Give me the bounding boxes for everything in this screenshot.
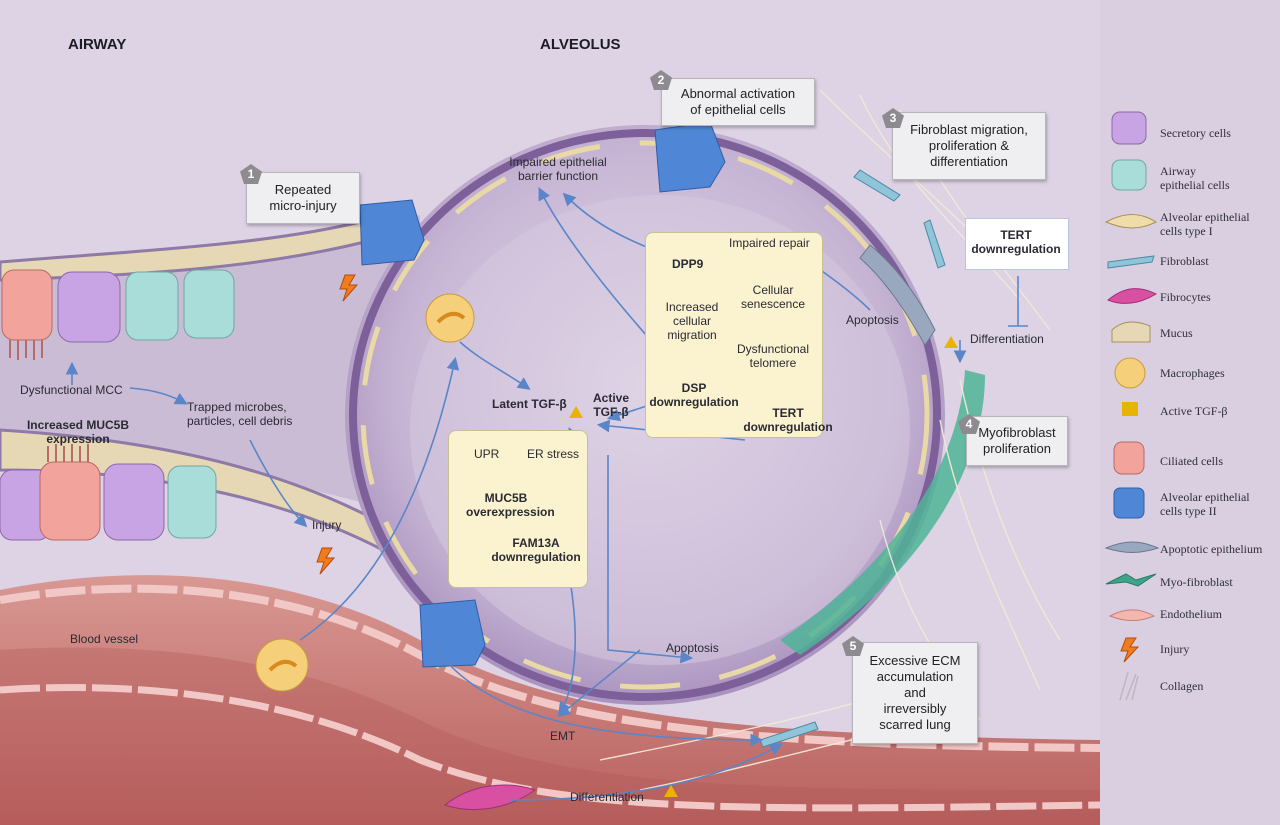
legend-label-secretory: Secretory cells bbox=[1160, 126, 1231, 140]
label-differentiation-right: Differentiation bbox=[970, 332, 1044, 346]
legend-label-macrophages: Macrophages bbox=[1160, 366, 1225, 380]
label-active-tgf-beta: Active TGF-β bbox=[592, 391, 630, 419]
label-dysfunctional-telomere: Dysfunctional telomere bbox=[736, 342, 810, 370]
airway-cells-lower bbox=[0, 444, 217, 541]
legend-label-ciliated: Ciliated cells bbox=[1160, 454, 1223, 468]
step-box-2: Abnormal activation of epithelial cells bbox=[661, 78, 815, 126]
step-number-3: 3 bbox=[882, 108, 904, 128]
legend-label-collagen: Collagen bbox=[1160, 679, 1204, 693]
legend-label-apoptotic: Apoptotic epithelium bbox=[1160, 542, 1263, 556]
label-increased-muc5b: Increased MUC5B expression bbox=[26, 418, 130, 446]
label-cellular-senescence: Cellular senescence bbox=[740, 283, 806, 311]
label-blood-vessel: Blood vessel bbox=[70, 632, 139, 646]
genetic-factors-box bbox=[645, 232, 823, 438]
label-er-stress: ER stress bbox=[527, 447, 580, 461]
label-fam13a-downregulation: FAM13A downregulation bbox=[491, 536, 581, 564]
legend-label-fibroblast: Fibroblast bbox=[1160, 254, 1209, 268]
label-emt: EMT bbox=[550, 729, 576, 743]
apoptotic-epithelium bbox=[859, 244, 936, 346]
legend-label-injury: Injury bbox=[1160, 642, 1190, 656]
type2-cell-airway bbox=[359, 199, 425, 266]
label-dsp-downregulation: DSP downregulation bbox=[649, 381, 739, 409]
injury-icons bbox=[316, 274, 359, 575]
legend-icons bbox=[1104, 111, 1160, 701]
step-box-3: Fibroblast migration, proliferation & di… bbox=[892, 112, 1046, 180]
label-differentiation-bottom: Differentiation bbox=[570, 790, 644, 804]
macrophage-vessel bbox=[255, 638, 309, 692]
legend-label-mucus: Mucus bbox=[1160, 326, 1193, 340]
fibroblasts bbox=[759, 169, 946, 748]
heading-airway: AIRWAY bbox=[68, 36, 127, 53]
tert-box bbox=[965, 218, 1069, 270]
label-apoptosis-upper: Apoptosis bbox=[846, 313, 899, 327]
er-stress-box bbox=[448, 430, 588, 588]
label-increased-migration: Increased cellular migration bbox=[665, 300, 719, 342]
label-tert-downregulation: TERT downregulation bbox=[971, 228, 1061, 256]
step-number-4: 4 bbox=[958, 414, 980, 434]
step-box-1: Repeated micro-injury bbox=[246, 172, 360, 224]
label-apoptosis-lower: Apoptosis bbox=[666, 641, 719, 655]
step-number-2: 2 bbox=[650, 70, 672, 90]
label-injury: Injury bbox=[312, 518, 342, 532]
label-dysfunctional-mcc: Dysfunctional MCC bbox=[20, 383, 123, 397]
type2-cell-bottom bbox=[419, 599, 486, 668]
legend-label-alveolar-type2: Alveolar epithelial cells type II bbox=[1160, 490, 1250, 518]
heading-alveolus: ALVEOLUS bbox=[540, 36, 621, 53]
step-box-5: Excessive ECM accumulation and irreversi… bbox=[852, 642, 978, 744]
step-number-1: 1 bbox=[240, 164, 262, 184]
step-number-5: 5 bbox=[842, 636, 864, 656]
label-dpp9: DPP9 bbox=[672, 257, 704, 271]
label-impaired-barrier: Impaired epithelial barrier function bbox=[509, 155, 607, 183]
tgf-beta-markers bbox=[569, 336, 958, 797]
legend-label-myofibroblast: Myo-fibroblast bbox=[1160, 575, 1233, 589]
label-upr: UPR bbox=[474, 447, 500, 461]
legend-label-alveolar-type1: Alveolar epithelial cells type I bbox=[1160, 210, 1250, 238]
label-latent-tgf-beta: Latent TGF-β bbox=[492, 397, 567, 411]
label-trapped-microbes: Trapped microbes, particles, cell debris bbox=[187, 400, 293, 428]
step-box-4: Myofibroblast proliferation bbox=[966, 416, 1068, 466]
macrophage-alveolus bbox=[425, 293, 475, 343]
airway-cells-upper bbox=[1, 269, 235, 360]
label-impaired-repair: Impaired repair bbox=[729, 236, 810, 250]
legend-label-airway-epithelial: Airway epithelial cells bbox=[1160, 164, 1230, 192]
fibrocyte bbox=[443, 784, 537, 811]
legend-label-endothelium: Endothelium bbox=[1160, 607, 1222, 621]
legend-label-active-tgf: Active TGF-β bbox=[1160, 404, 1228, 418]
tert-inhibition bbox=[1008, 276, 1028, 327]
label-tert-downregulation-inner: TERT downregulation bbox=[743, 406, 833, 434]
legend-label-fibrocytes: Fibrocytes bbox=[1160, 290, 1211, 304]
label-muc5b-overexpression: MUC5B overexpression bbox=[466, 491, 555, 519]
